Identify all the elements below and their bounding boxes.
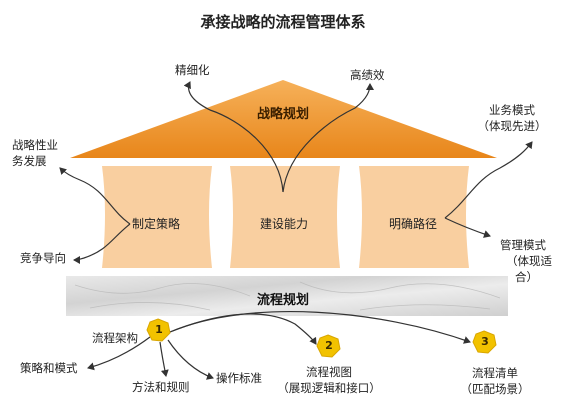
marble-veins — [74, 281, 501, 311]
label-business-dev-line1: 战略性业 — [12, 138, 58, 152]
label-business-dev-line2: 务发展 — [12, 154, 47, 168]
pillar-label-2: 建设能力 — [259, 217, 308, 231]
label-process-architecture: 流程架构 — [92, 331, 138, 345]
badge-1-number: 1 — [155, 323, 163, 336]
label-process-list-line1: 流程清单 — [472, 366, 518, 380]
label-management-mode-line3: 合） — [515, 270, 538, 284]
label-process-view-line1: 流程视图 — [306, 365, 352, 379]
arrow-to-business-mode — [444, 141, 533, 219]
arrow-to-business-dev — [59, 167, 131, 225]
label-business-mode-line1: 业务模式 — [489, 103, 535, 117]
arrow-to-precision — [183, 81, 284, 193]
roof-label: 战略规划 — [256, 107, 309, 122]
label-process-list-line2: （匹配场景） — [460, 382, 530, 396]
arrow-to-operation — [167, 339, 214, 380]
label-operation-standard: 操作标准 — [216, 371, 262, 385]
label-precision: 精细化 — [175, 63, 210, 77]
strategy-roof — [70, 80, 497, 158]
label-performance: 高绩效 — [350, 68, 385, 82]
arrow-to-strategy-mode — [87, 336, 151, 371]
connector-arrows — [59, 81, 533, 380]
label-business-mode-line2: （体现先进） — [477, 119, 547, 133]
badge-2-number: 2 — [325, 339, 333, 352]
arrow-to-management-mode — [444, 217, 491, 238]
pillars — [102, 166, 469, 268]
badge-3-number: 3 — [481, 335, 489, 348]
pillar-label-3: 明确路径 — [388, 217, 437, 231]
badge-2-hexagon — [316, 334, 341, 358]
badge-1-hexagon — [146, 318, 171, 342]
pillar-3 — [359, 166, 469, 268]
pillar-label-1: 制定策略 — [131, 217, 180, 231]
pillar-1 — [102, 166, 212, 268]
process-base — [66, 276, 508, 316]
arrow-to-performance — [282, 83, 374, 193]
label-strategy-mode: 策略和模式 — [20, 361, 78, 375]
pillar-2 — [230, 166, 340, 268]
label-management-mode-line2: （体现适 — [506, 254, 552, 268]
label-management-mode-line1: 管理模式 — [500, 238, 546, 252]
arrow-to-methods — [159, 341, 169, 377]
diagram-title: 承接战略的流程管理体系 — [200, 13, 366, 31]
badge-3-hexagon — [472, 330, 497, 354]
label-competition: 竞争导向 — [20, 251, 66, 265]
arrow-to-list — [169, 311, 471, 344]
base-label: 流程规划 — [256, 293, 309, 308]
label-process-view-line2: （展现逻辑和接口） — [277, 381, 381, 395]
label-methods-rules: 方法和规则 — [132, 380, 190, 394]
arrow-to-competition — [73, 223, 131, 264]
arrow-to-view — [169, 313, 317, 345]
